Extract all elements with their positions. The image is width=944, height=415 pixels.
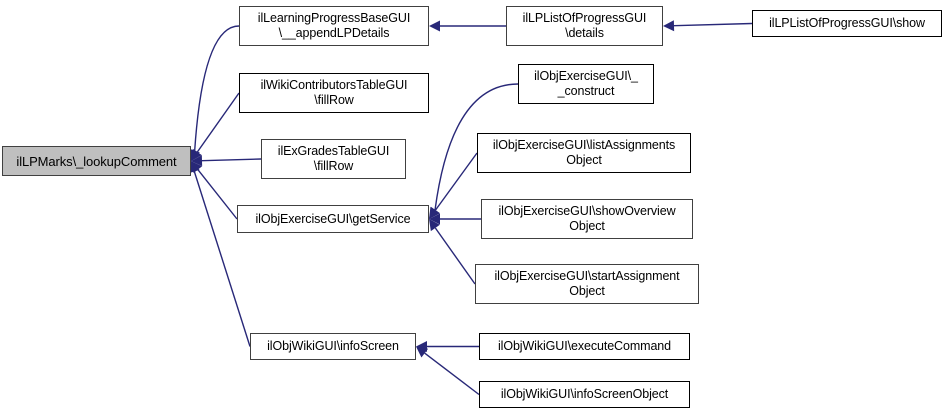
graph-node[interactable]: ilObjWikiGUI\executeCommand bbox=[479, 333, 690, 360]
graph-edge bbox=[416, 341, 479, 352]
graph-edge bbox=[191, 92, 240, 161]
edge-arrowhead bbox=[189, 148, 200, 161]
edge-arrowhead bbox=[191, 148, 202, 161]
edge-arrowhead bbox=[416, 346, 429, 358]
graph-node[interactable]: ilWikiContributorsTableGUI \fillRow bbox=[239, 73, 429, 113]
edge-arrowhead bbox=[191, 155, 203, 167]
graph-edge bbox=[663, 20, 753, 32]
graph-node[interactable]: ilObjExerciseGUI\_ _construct bbox=[518, 64, 654, 104]
edge-arrowhead bbox=[663, 20, 675, 32]
edge-arrowhead bbox=[429, 213, 440, 225]
graph-edge bbox=[429, 20, 506, 32]
graph-node-root[interactable]: ilLPMarks\_lookupComment bbox=[2, 146, 191, 176]
graph-edge bbox=[416, 346, 480, 396]
edge-arrowhead bbox=[429, 219, 440, 232]
graph-edge bbox=[191, 155, 262, 167]
graph-node[interactable]: ilObjExerciseGUI\startAssignment Object bbox=[475, 264, 699, 304]
graph-node[interactable]: ilLPListOfProgressGUI \details bbox=[506, 6, 663, 46]
graph-node[interactable]: ilLearningProgressBaseGUI \__appendLPDet… bbox=[239, 6, 429, 46]
edge-arrowhead bbox=[429, 206, 440, 219]
edge-arrowhead bbox=[191, 161, 203, 174]
graph-edge bbox=[191, 161, 238, 220]
edge-arrowhead bbox=[429, 206, 440, 219]
graph-edge bbox=[429, 219, 476, 285]
graph-edge bbox=[189, 161, 251, 347]
graph-edge bbox=[429, 213, 481, 225]
graph-node[interactable]: ilObjExerciseGUI\getService bbox=[237, 205, 429, 233]
graph-node[interactable]: ilExGradesTableGUI \fillRow bbox=[261, 139, 406, 179]
graph-node[interactable]: ilObjWikiGUI\infoScreenObject bbox=[479, 381, 690, 408]
graph-node[interactable]: ilObjExerciseGUI\listAssignments Object bbox=[477, 133, 691, 173]
graph-edge bbox=[189, 25, 240, 161]
graph-node[interactable]: ilObjWikiGUI\infoScreen bbox=[250, 333, 416, 360]
graph-node[interactable]: ilLPListOfProgressGUI\show bbox=[752, 10, 942, 37]
edge-arrowhead bbox=[429, 20, 440, 32]
graph-node[interactable]: ilObjExerciseGUI\showOverview Object bbox=[481, 199, 693, 239]
graph-edge bbox=[429, 152, 478, 219]
edge-arrowhead bbox=[416, 341, 427, 352]
